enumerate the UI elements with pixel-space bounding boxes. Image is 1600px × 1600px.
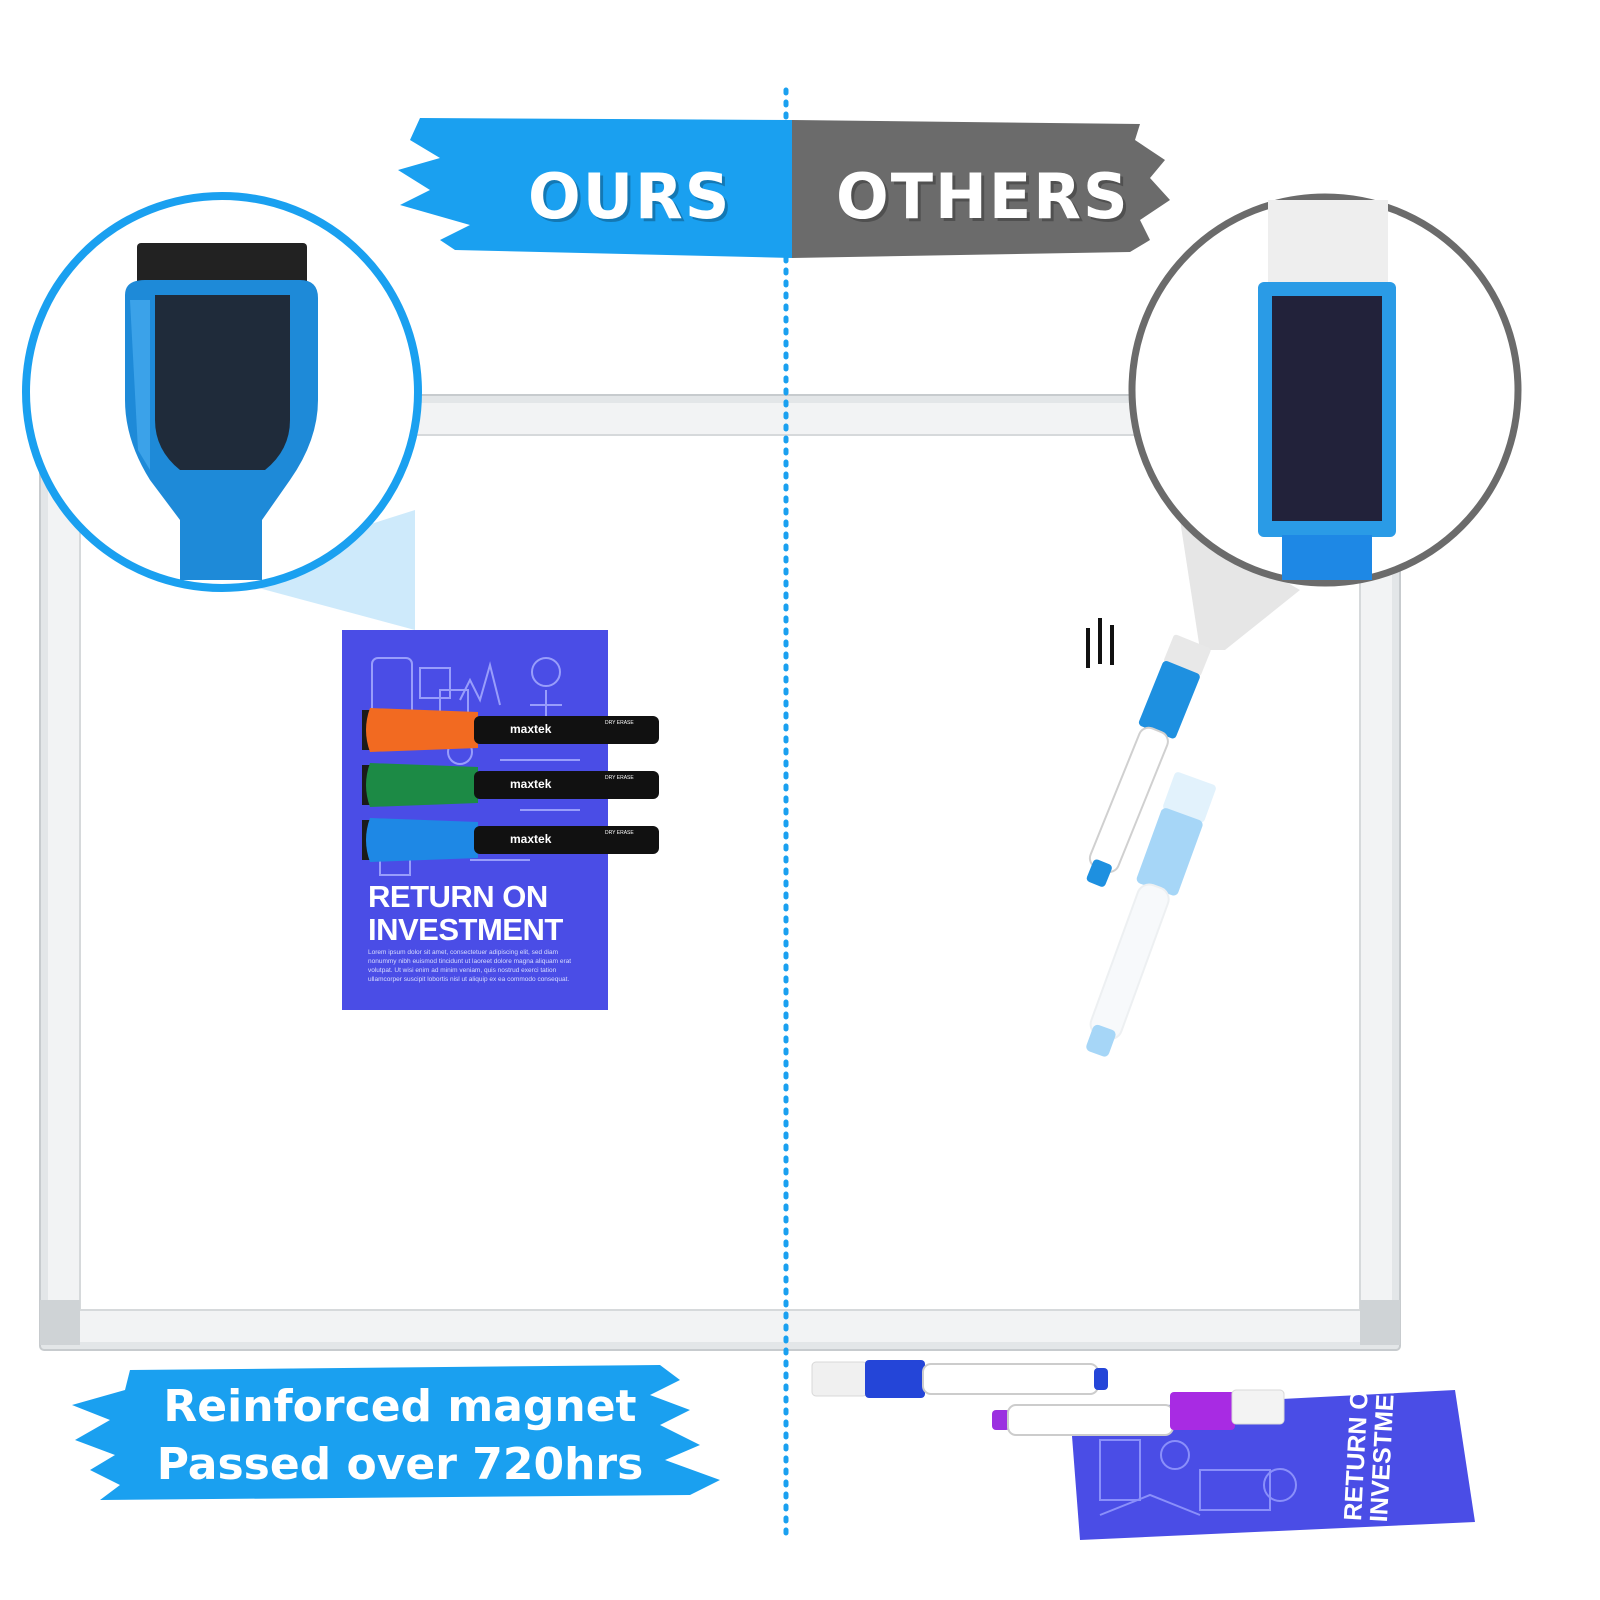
poster-title-line1: RETURN ON xyxy=(368,879,548,914)
bottom-banner-text: Reinforced magnet Passed over 720hrs xyxy=(120,1378,680,1494)
marker-brand-green: maxtek xyxy=(510,777,552,791)
zoom-circle-ours xyxy=(22,192,422,592)
eraser-cap-icon xyxy=(125,243,318,580)
bottom-banner-line2: Passed over 720hrs xyxy=(156,1439,644,1490)
marker-blue xyxy=(362,818,659,862)
ours-label: OURS xyxy=(528,160,732,233)
zoom-connector-right xyxy=(1180,520,1300,650)
fallen-marker-blue xyxy=(811,1360,1108,1398)
poster-body-text: Lorem ipsum dolor sit amet, consectetuer… xyxy=(368,949,572,983)
poster-title-line2: INVESTMENT xyxy=(368,912,563,947)
others-label: OTHERS xyxy=(836,160,1130,233)
ours-banner xyxy=(398,118,792,258)
falling-marker-blurred xyxy=(1086,772,1216,1057)
marker-tag-green: DRY ERASE xyxy=(605,775,634,781)
zoom-circle-others xyxy=(1128,193,1522,587)
marker-orange xyxy=(362,708,659,752)
marker-tag-blue: DRY ERASE xyxy=(605,830,634,836)
bottom-banner xyxy=(72,1365,720,1500)
magnet-eraser-icon xyxy=(1258,200,1396,580)
motion-lines-icon xyxy=(1086,618,1114,668)
fallen-poster-title: RETURN ON INVESTMENT xyxy=(1339,1359,1401,1522)
others-banner xyxy=(792,120,1170,258)
marker-green xyxy=(362,763,659,807)
fallen-marker-purple xyxy=(992,1389,1285,1436)
marker-brand-blue: maxtek xyxy=(510,832,552,846)
bottom-banner-line1: Reinforced magnet xyxy=(163,1381,637,1432)
marker-brand-orange: maxtek xyxy=(510,722,552,736)
marker-tag-orange: DRY ERASE xyxy=(605,720,634,726)
falling-marker xyxy=(1086,634,1211,887)
